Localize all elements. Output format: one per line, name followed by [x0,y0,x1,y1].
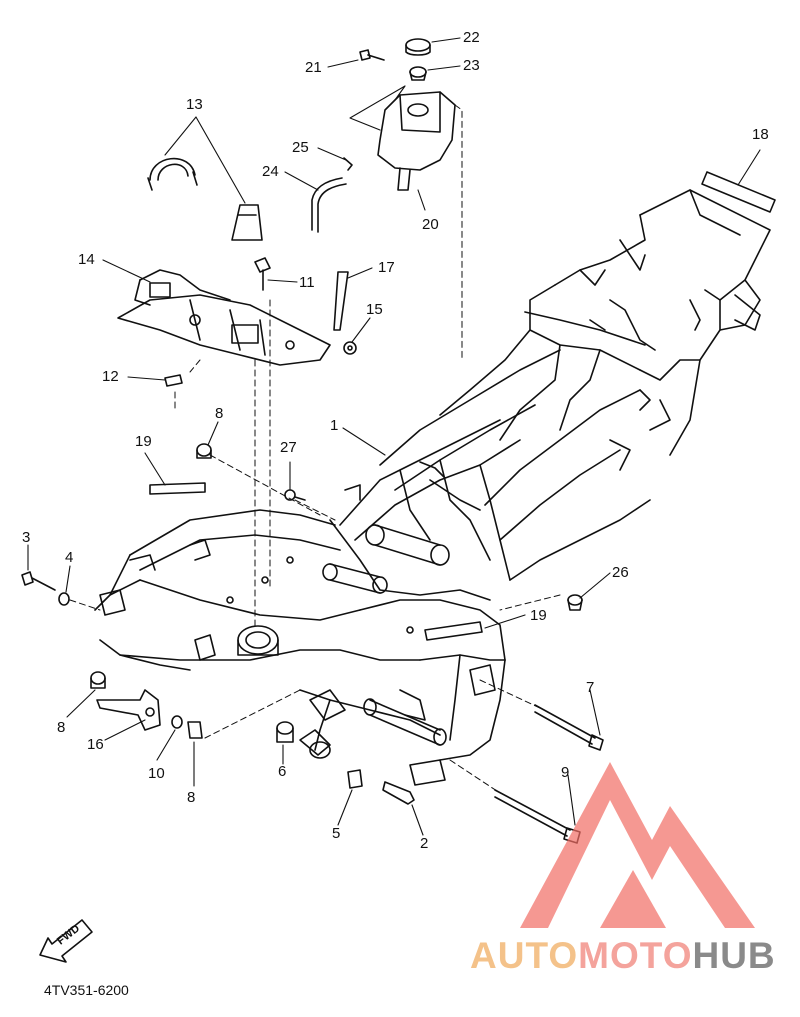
collar-8-left [90,671,106,689]
callout-25: 25 [292,139,309,156]
watermark-part-auto: AUTO [470,935,579,976]
callout-22: 22 [463,29,480,46]
callout-5: 5 [332,825,341,842]
dashed-assembly-lines [69,104,561,794]
main-frame [94,349,651,786]
callout-19-upper: 19 [135,433,152,450]
washer-10 [171,715,183,729]
watermark-part-moto: MOTO [578,935,693,976]
plug-26 [567,594,583,611]
plate-19-lower [424,621,483,641]
clip-12 [164,374,183,387]
callout-14: 14 [78,251,95,268]
callout-20: 20 [422,216,439,233]
callout-17: 17 [378,259,395,276]
watermark-text: AUTOMOTOHUB [470,935,776,977]
callout-12: 12 [102,368,119,385]
callout-8-left: 8 [57,719,66,736]
callout-6: 6 [278,763,287,780]
callout-9: 9 [561,764,570,781]
callout-23: 23 [463,57,480,74]
pipe-8-upper [196,443,212,459]
callout-8-right: 8 [187,789,196,806]
callout-8-upper: 8 [215,405,224,422]
washer-4 [58,592,70,606]
strap-bands [147,157,263,241]
bolt-27 [284,489,306,501]
callout-7: 7 [586,679,595,696]
callout-1: 1 [330,417,339,434]
clip-25 [343,157,353,171]
bolt-9 [494,789,581,844]
plate-18 [701,171,776,213]
diagram-code: 4TV351-6200 [44,982,129,998]
callout-24: 24 [262,163,279,180]
watermark-part-hub: HUB [692,935,776,976]
callout-11: 11 [299,274,315,291]
tank-cap [405,38,431,56]
callout-13: 13 [186,96,203,113]
nut-15 [343,341,357,355]
collar-6 [276,721,294,743]
band-17 [333,271,349,331]
watermark-logo-icon [520,762,755,928]
hose-outline [317,183,347,233]
callout-18: 18 [752,126,769,143]
callout-19-lower: 19 [530,607,547,624]
bracket-16 [96,689,161,731]
bolt-5 [347,769,363,789]
fwd-arrow-icon [39,919,93,963]
collar-8-right [187,721,203,739]
callout-16: 16 [87,736,104,753]
callout-3: 3 [22,529,31,546]
cap-grommet [409,66,427,81]
bolt-3 [21,571,56,591]
callout-10: 10 [148,765,165,782]
bolt-11 [254,257,271,291]
reservoir-tank [377,91,456,191]
callout-21: 21 [305,59,322,76]
bolt-7 [534,704,604,751]
callout-26: 26 [612,564,629,581]
plate-19-upper [149,482,206,495]
upper-bracket-assembly [117,269,331,366]
bolt-2 [382,781,415,805]
callout-27: 27 [280,439,297,456]
callout-15: 15 [366,301,383,318]
callout-4: 4 [65,549,74,566]
leader-lines [27,37,761,836]
hose [311,177,343,231]
rear-subframe [439,189,771,471]
callout-2: 2 [420,835,429,852]
bolt-21 [359,49,385,61]
